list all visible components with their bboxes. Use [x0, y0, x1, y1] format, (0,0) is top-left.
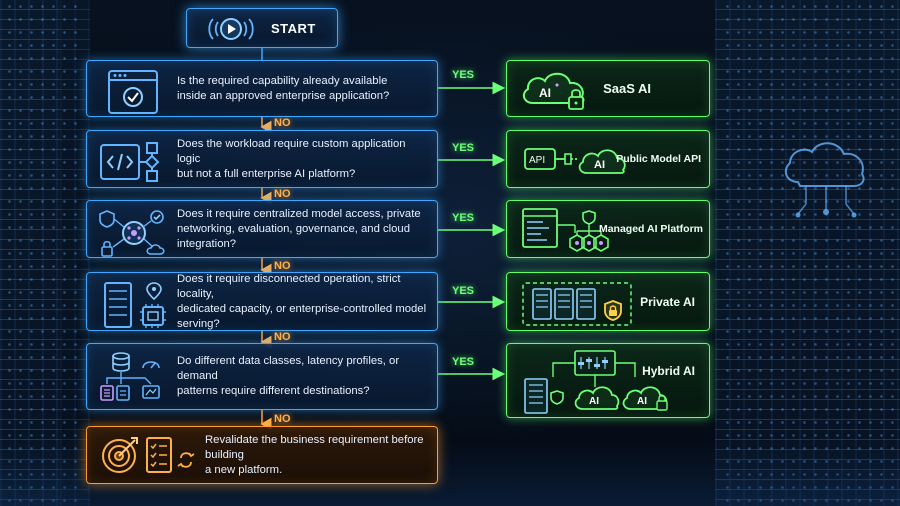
browser-check-icon: [108, 70, 158, 114]
question-node-1[interactable]: Is the required capability already avail…: [86, 60, 438, 117]
cloud-ai-lock-icon: AI: [522, 72, 585, 110]
server-chip-icon: [104, 282, 166, 328]
rack-lights-right: [722, 0, 894, 506]
code-flow-icon: [100, 142, 160, 182]
svg-text:API: API: [529, 155, 545, 166]
yes-label-4: YES: [452, 285, 475, 297]
destination-label: Hybrid AI: [642, 363, 695, 378]
no-label-3: NO: [274, 260, 291, 272]
ai-hub-icon: [99, 210, 165, 257]
destination-hybrid-ai[interactable]: AI AI Hybrid AI: [506, 343, 710, 418]
svg-text:AI: AI: [589, 396, 599, 407]
server-rack-left-2: [60, 0, 90, 506]
question-node-3[interactable]: Does it require centralized model access…: [86, 200, 438, 258]
api-cloud-icon: API AI: [524, 148, 626, 174]
target-checklist-icon: [102, 437, 195, 473]
question-text: Is the required capability already avail…: [177, 74, 390, 102]
yes-label-3: YES: [452, 212, 475, 224]
managed-platform-icon: [522, 208, 609, 252]
question-node-4[interactable]: Does it require disconnected operation, …: [86, 272, 438, 331]
destination-public-model-api[interactable]: API AI Public Model API: [506, 130, 710, 188]
private-server-icon: [522, 282, 632, 326]
server-rack-left: [0, 0, 60, 506]
yes-label-5: YES: [452, 356, 475, 368]
destination-saas-ai[interactable]: AI SaaS AI: [506, 60, 710, 117]
svg-text:AI: AI: [637, 396, 647, 407]
rack-lights-left: [4, 0, 84, 506]
question-text: Does the workload require custom applica…: [177, 137, 406, 180]
question-text: Does it require centralized model access…: [177, 207, 421, 250]
background-cloud-icon: [784, 142, 865, 218]
question-text: Do different data classes, latency profi…: [177, 355, 400, 397]
play-icon: [208, 18, 254, 40]
question-node-2[interactable]: Does the workload require custom applica…: [86, 130, 438, 188]
data-routing-icon: [100, 352, 160, 401]
yes-connectors: [438, 81, 506, 381]
destination-label: SaaS AI: [603, 81, 651, 96]
no-label-5: NO: [274, 413, 291, 425]
start-label: START: [271, 20, 316, 36]
destination-private-ai[interactable]: Private AI: [506, 272, 710, 331]
final-text: Revalidate the business requirement befo…: [205, 433, 424, 476]
start-node[interactable]: START: [186, 8, 338, 48]
final-node[interactable]: Revalidate the business requirement befo…: [86, 426, 438, 484]
question-text: Does it require disconnected operation, …: [177, 272, 427, 330]
no-label-2: NO: [274, 188, 291, 200]
no-label-4: NO: [274, 331, 291, 343]
destination-label: Private AI: [640, 294, 695, 309]
svg-text:AI: AI: [594, 159, 605, 171]
server-rack-right: [715, 0, 900, 506]
destination-label: Managed AI Platform: [598, 223, 703, 235]
yes-label-2: YES: [452, 142, 475, 154]
no-label-1: NO: [274, 117, 291, 129]
svg-text:AI: AI: [539, 86, 551, 100]
question-node-5[interactable]: Do different data classes, latency profi…: [86, 343, 438, 410]
destination-label: Public Model API: [616, 153, 701, 165]
destination-managed-ai-platform[interactable]: Managed AI Platform: [506, 200, 710, 258]
yes-label-1: YES: [452, 69, 475, 81]
hybrid-cloud-icon: AI AI: [524, 350, 668, 414]
